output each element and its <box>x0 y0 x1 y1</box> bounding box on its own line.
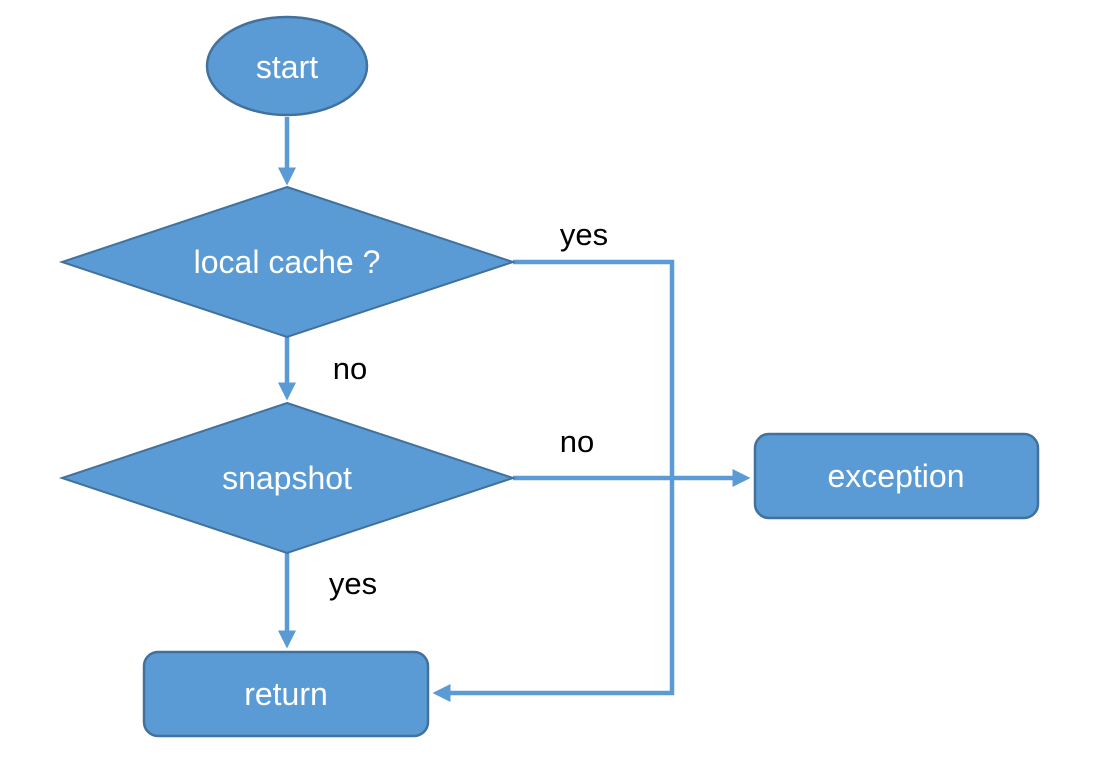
node-return: return <box>142 650 430 738</box>
local-cache-diamond-shape <box>58 185 517 339</box>
node-exception: exception <box>753 432 1040 520</box>
node-local-cache: local cache ? <box>58 185 517 339</box>
return-rect-shape <box>142 650 430 738</box>
edge-label-snapshot-yes: yes <box>329 566 377 601</box>
edge-label-local-cache-no: no <box>333 351 367 386</box>
start-ellipse-shape <box>205 15 369 117</box>
node-snapshot: snapshot <box>58 401 517 555</box>
edge-label-snapshot-no: no <box>560 424 594 459</box>
start-node-label: start <box>256 49 318 85</box>
node-start: start <box>205 15 369 117</box>
local-cache-node-label: local cache ? <box>194 244 381 280</box>
exception-node-label: exception <box>828 458 965 494</box>
edges-layer <box>278 117 751 702</box>
exception-rect-shape <box>753 432 1040 520</box>
return-node-label: return <box>244 676 328 712</box>
snapshot-node-label: snapshot <box>222 460 352 496</box>
edge-labels-layer: yes no no yes <box>329 217 608 601</box>
edge-label-local-cache-yes: yes <box>560 217 608 252</box>
snapshot-diamond-shape <box>58 401 517 555</box>
